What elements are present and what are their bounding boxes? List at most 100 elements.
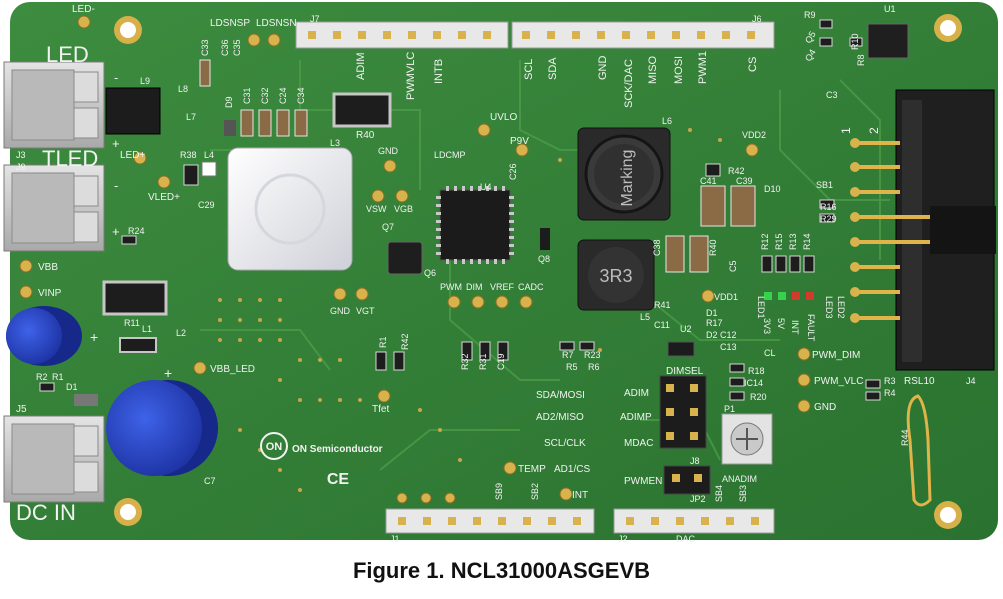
silkscreen-r24: R24 xyxy=(128,226,145,236)
silkscreen-r20: R20 xyxy=(750,392,767,402)
silkscreen-c19: C19 xyxy=(496,353,506,370)
silkscreen-c13: C13 xyxy=(720,342,737,352)
silkscreen-r32: R32 xyxy=(460,353,470,370)
silkscreen-r1b: R1 xyxy=(52,372,64,382)
silkscreen-j2: J2 xyxy=(618,534,628,544)
status-leds xyxy=(764,292,814,300)
silkscreen-cs: CS xyxy=(747,57,759,72)
silkscreen-vgb: VGB xyxy=(394,204,413,214)
silkscreen-minus2: - xyxy=(114,178,118,193)
silkscreen-d1b: D1 xyxy=(706,308,718,318)
silkscreen-r6: R6 xyxy=(588,362,600,372)
svg-text:CE: CE xyxy=(327,471,350,488)
silkscreen-vinp: VINP xyxy=(38,288,62,299)
silkscreen-r18: R18 xyxy=(748,366,765,376)
inductor-marking-l5: 3R3 xyxy=(599,266,632,286)
resistor-r40 xyxy=(332,92,392,128)
header-j4 xyxy=(850,89,996,371)
silkscreen-r23: R23 xyxy=(584,350,601,360)
header-j7 xyxy=(295,21,509,49)
connector-tled-j9 xyxy=(3,164,105,252)
small-resistors xyxy=(39,19,881,401)
silkscreen-uvlo: UVLO xyxy=(490,112,517,123)
ce-mark-icon: CE xyxy=(327,471,350,488)
silkscreen-gnd-mid: GND xyxy=(378,146,399,156)
silkscreen-c41: C41 xyxy=(700,176,717,186)
silkscreen-r14: R14 xyxy=(802,233,812,250)
silkscreen-plus1: + xyxy=(112,136,120,151)
jumper-dimsel xyxy=(659,375,707,449)
test-points xyxy=(19,15,811,504)
silkscreen-r44: R44 xyxy=(900,429,910,446)
silkscreen-j6: J6 xyxy=(752,14,762,24)
connector-led-j3 xyxy=(3,61,105,149)
silkscreen-plus2: + xyxy=(112,224,120,239)
silkscreen-d2: D2 xyxy=(706,330,718,340)
connector-dcin-j5 xyxy=(3,415,105,503)
diode-d9 xyxy=(224,120,236,136)
silkscreen-scl: SCL xyxy=(523,59,535,80)
silkscreen-j7: J7 xyxy=(310,14,320,24)
silkscreen-u1: U1 xyxy=(884,4,896,14)
silkscreen-c31: C31 xyxy=(242,87,252,104)
silkscreen-r10: R10 xyxy=(850,33,860,50)
ic-u1 xyxy=(867,23,909,59)
inductor-l9 xyxy=(105,87,161,135)
silkscreen-l1: L1 xyxy=(142,324,152,334)
silkscreen-gnd-low: GND xyxy=(330,306,351,316)
silkscreen-plus4: + xyxy=(164,365,172,381)
silkscreen-c36: C36 xyxy=(220,39,230,56)
silkscreen-r12: R12 xyxy=(760,233,770,250)
silkscreen-r31: R31 xyxy=(478,353,488,370)
silkscreen-c3: C3 xyxy=(826,90,838,100)
silkscreen-sda: SDA xyxy=(547,57,559,80)
silkscreen-r4: R4 xyxy=(884,388,896,398)
silkscreen-r42: R42 xyxy=(728,166,745,176)
silkscreen-rsl10: RSL10 xyxy=(904,376,935,387)
svg-text:ON: ON xyxy=(266,441,283,453)
inductor-l3 xyxy=(227,147,353,271)
silkscreen-l7: L7 xyxy=(186,112,196,122)
label-dc-in: DC IN xyxy=(16,500,76,525)
mounting-holes xyxy=(114,14,962,529)
silkscreen-sb1: SB1 xyxy=(816,180,833,190)
silkscreen-v3v3: 3V3 xyxy=(762,318,772,334)
silkscreen-c11: C11 xyxy=(654,320,670,330)
silkscreen-q7: Q7 xyxy=(382,222,394,232)
resistor-r11 xyxy=(102,280,168,316)
silkscreen-u2: U2 xyxy=(680,324,692,334)
silkscreen-c32: C32 xyxy=(260,87,270,104)
silkscreen-d1: D1 xyxy=(66,382,78,392)
led-l4 xyxy=(201,161,217,177)
figure-caption: Figure 1. NCL31000ASGEVB xyxy=(352,558,651,583)
silkscreen-dac: DAC xyxy=(676,534,696,544)
silkscreen-sb2: SB2 xyxy=(530,483,540,500)
silkscreen-vdd2: VDD2 xyxy=(742,130,766,140)
silkscreen-j5: J5 xyxy=(16,404,27,415)
silkscreen-r40: R40 xyxy=(356,130,375,141)
silkscreen-j1: J1 xyxy=(390,534,400,544)
ic-u2 xyxy=(667,341,695,357)
silkscreen-temp: TEMP xyxy=(518,464,546,475)
silkscreen-u4: U4 xyxy=(480,182,492,192)
cap-blue-c7 xyxy=(106,380,218,476)
silkscreen-gnd-right: GND xyxy=(814,402,836,413)
silkscreen-cadc: CADC xyxy=(518,282,544,292)
silkscreen-pwm-vlc: PWM_VLC xyxy=(814,376,863,387)
silkscreen-q6: Q6 xyxy=(424,268,436,278)
silkscreen-dim: DIM xyxy=(466,282,483,292)
silkscreen-pwm1: PWM1 xyxy=(697,51,709,84)
inductor-l6 xyxy=(577,127,671,221)
silkscreen-scl-clk: SCL/CLK xyxy=(544,438,586,449)
silkscreen-jp2: JP2 xyxy=(690,494,706,504)
silkscreen-c33: C33 xyxy=(200,39,210,56)
silkscreen-ldsnsn: LDSNSN xyxy=(256,18,297,29)
silkscreen-r9: R9 xyxy=(804,10,816,20)
silkscreen-p1: P1 xyxy=(724,404,735,414)
silkscreen-int: INT xyxy=(572,490,588,501)
silkscreen-r38: R38 xyxy=(180,150,197,160)
silkscreen-r11: R11 xyxy=(124,318,140,328)
silkscreen-r7: R7 xyxy=(562,350,574,360)
silkscreen-sda-mosi: SDA/MOSI xyxy=(536,390,585,401)
silkscreen-v5v: 5V xyxy=(776,318,786,329)
